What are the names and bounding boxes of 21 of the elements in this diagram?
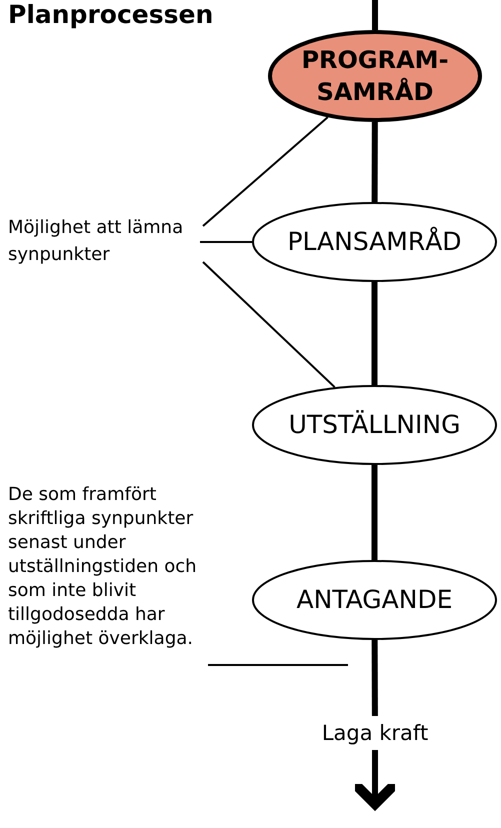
stage-label: PROGRAM-SAMRÅD — [300, 44, 450, 108]
process-line — [372, 640, 378, 716]
note-text: Möjlighet att lämna synpunkter — [8, 216, 184, 267]
stage-ellipse — [252, 385, 497, 465]
stage-ellipse — [252, 560, 497, 640]
stage-label: ANTAGANDE — [296, 584, 453, 616]
stage-label: PLANSAMRÅD — [287, 226, 462, 258]
stage-ellipse — [252, 202, 497, 282]
process-line — [372, 122, 378, 202]
leader-line — [202, 116, 328, 227]
stage-label: Laga kraft — [322, 720, 428, 747]
leader-line — [208, 664, 348, 666]
note-text: De som framfört skriftliga synpunkter senast under utställningstiden och som inte blivit tillgodosedda har möjlighet överklaga. — [8, 483, 198, 651]
process-line — [372, 282, 378, 385]
process-line — [372, 465, 378, 560]
process-line — [372, 0, 378, 30]
stage-label: UTSTÄLLNING — [288, 409, 460, 442]
stage-ellipse — [268, 30, 482, 122]
leader-line — [200, 241, 252, 243]
leader-line — [202, 261, 336, 388]
diagram-title: Planprocessen — [8, 0, 214, 30]
